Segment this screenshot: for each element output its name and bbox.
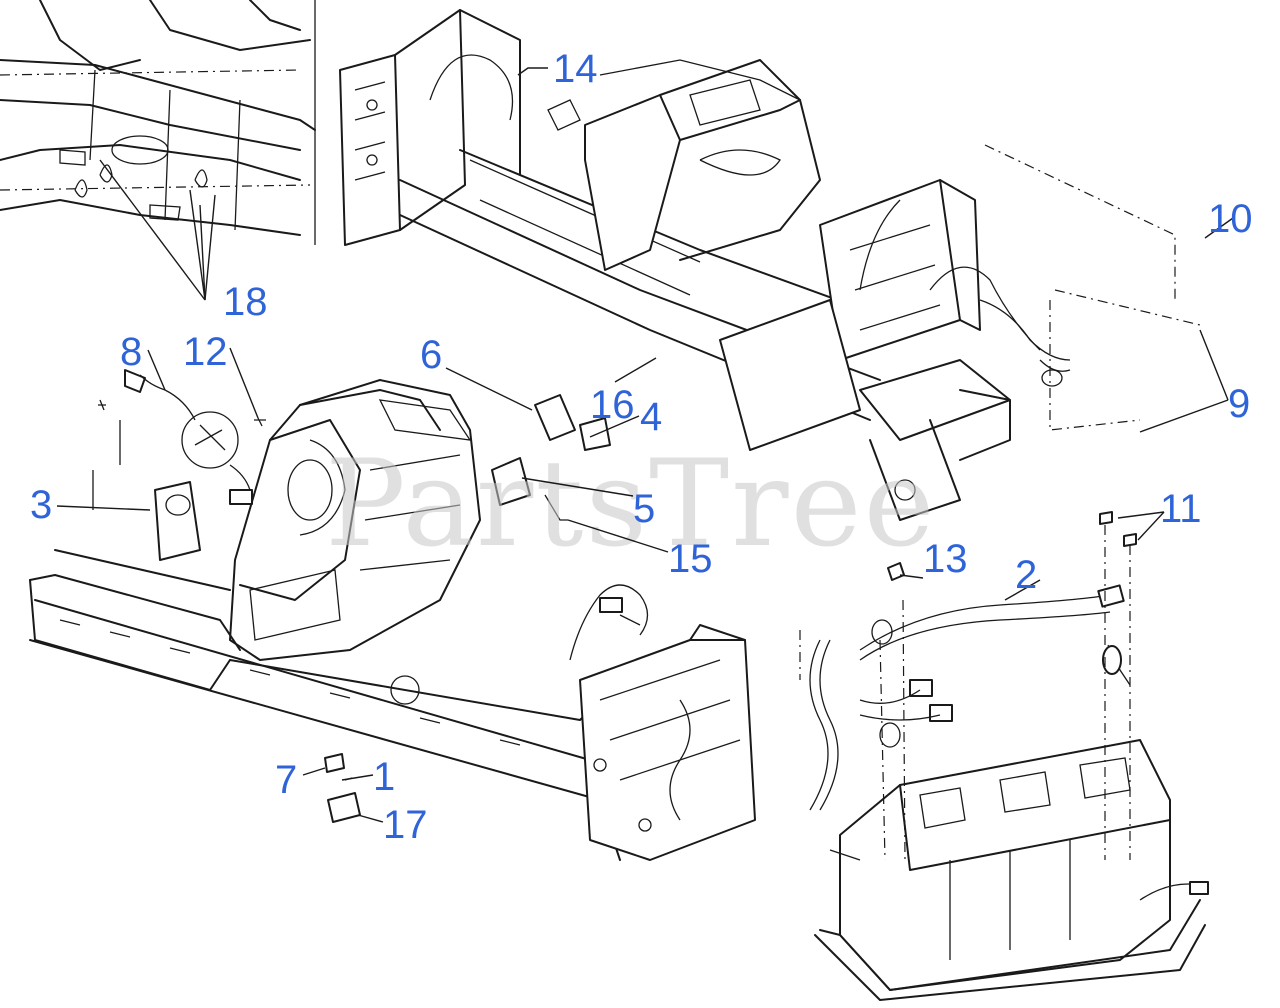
callout-2: 2	[1015, 553, 1037, 597]
lower-frame-assembly	[29, 549, 756, 861]
callout-labels: 1 2 3 4 5 6 7 8 9 10 11 12 13 14 15 16 1…	[30, 47, 1253, 847]
callout-4: 4	[640, 395, 662, 439]
leader-lines	[56, 67, 1234, 823]
callout-6: 6	[420, 333, 442, 377]
callout-15: 15	[668, 537, 713, 581]
callout-5: 5	[633, 487, 655, 531]
callout-9: 9	[1228, 382, 1250, 426]
callout-12: 12	[183, 330, 228, 374]
inset-detail-view	[0, 0, 316, 245]
callout-16: 16	[590, 383, 635, 427]
partstree-watermark: PartsTree	[325, 435, 937, 574]
callout-14: 14	[553, 47, 598, 91]
callout-13: 13	[923, 537, 968, 581]
upper-frame-assembly	[339, 9, 1071, 521]
callout-11: 11	[1160, 487, 1202, 531]
callout-1: 1	[373, 755, 395, 799]
callout-17: 17	[383, 803, 428, 847]
callout-8: 8	[120, 330, 142, 374]
callout-7: 7	[275, 758, 297, 802]
callout-3: 3	[30, 483, 52, 527]
battery-harness-assembly	[799, 511, 1209, 1001]
explode-lines-upper	[984, 144, 1201, 431]
hood-fender-assembly	[92, 369, 611, 661]
callout-18: 18	[223, 280, 268, 324]
callout-10: 10	[1208, 197, 1253, 241]
